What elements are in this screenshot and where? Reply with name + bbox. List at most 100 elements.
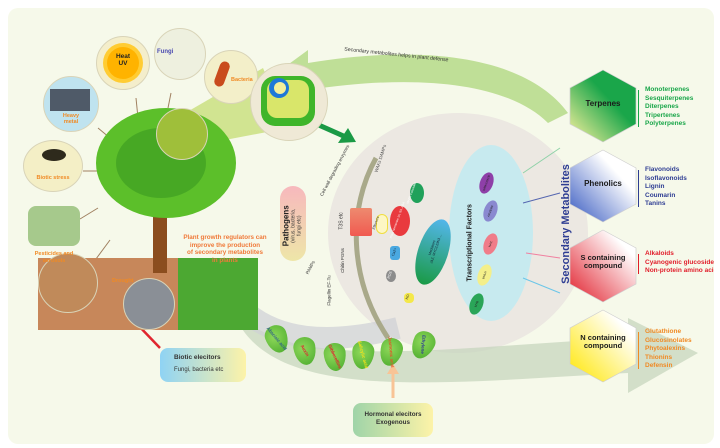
list-bracket: [638, 90, 645, 127]
leaf-stomata-image: [123, 278, 175, 330]
no-badge: NO: [404, 293, 414, 303]
biotic-stress-label: Biotic stress: [36, 175, 70, 181]
drought-label: Drought: [112, 278, 134, 284]
pathogens-subtitle-2: fungi etc): [296, 215, 303, 237]
arrow-to-n-compound: [522, 277, 561, 294]
biotic-elicitors-subtitle: Fungi, bacteria etc: [174, 367, 224, 373]
effectors-oval: Effectors: [372, 214, 388, 234]
note-line-3: of secondary metabolites: [187, 249, 263, 257]
biotic-elicitors-box: Biotic elecitors Fungi, bacteria etc: [160, 348, 246, 382]
fungi-label: Fungi: [157, 49, 174, 55]
fungi-circle: Fungi: [154, 28, 206, 80]
hormonal-elicitors-subtitle: Exogenous: [376, 419, 410, 426]
aerosols-label: aerosols: [42, 257, 66, 264]
s-compound-hexagon: [569, 229, 637, 303]
s-compound-line-1: S containing: [580, 253, 626, 262]
metabolite-list-item: Diterpenes: [645, 103, 679, 111]
metabolite-list-item: Alkaloids: [645, 250, 674, 257]
terpenes-label: Terpenes: [585, 99, 621, 108]
leaf-tissue-circle: [156, 108, 208, 160]
metabolite-list-item: Polyterpenes: [645, 120, 686, 128]
s-compound-line-2: compound: [583, 260, 623, 270]
biotic-stress-circle: Biotic stress: [23, 140, 83, 192]
metabolite-list-item: Monoterpenes: [645, 86, 690, 93]
hormone-leaf-label: Gibberellins: [327, 343, 343, 370]
biotic-elicitors-title: Biotic elecitors: [174, 354, 221, 361]
ros-badge: ROS: [386, 270, 396, 282]
s-compound-label: S containing compound: [570, 254, 636, 270]
metabolite-list-item: Sesquiterpenes: [645, 94, 694, 102]
ca-badge: Ca2+: [390, 246, 400, 260]
bacteria-label: Bacteria: [231, 77, 253, 83]
list-bracket: [638, 170, 645, 207]
hormone-leaf-label: Auxin: [299, 343, 311, 358]
arrow-to-terpenes: [522, 147, 561, 174]
metabolite-list-item: Thionins: [645, 353, 673, 361]
t3s-label: T3S etc: [338, 212, 345, 230]
bacteria-circle: Bacteria: [204, 50, 258, 104]
n-compound-hexagon: [569, 309, 637, 383]
ca-label: Ca2+: [390, 247, 398, 257]
terpenes-hexagon: [569, 69, 637, 143]
plant-cell-circle: [250, 63, 328, 141]
heavy-metal-circle: Heavy metal: [43, 76, 99, 132]
metabolite-list-item: Cyanogenic glucosides: [645, 258, 714, 266]
cracked-soil-image: [38, 253, 98, 313]
tf-title: Transcriptional Factors: [466, 204, 474, 282]
t3s-receptor: [350, 208, 372, 236]
n-compound-line-1: N containing: [580, 333, 626, 342]
list-bracket: [638, 254, 645, 274]
ros-label: ROS: [386, 270, 393, 280]
n-compound-label: N containing compound: [570, 334, 636, 350]
hormonal-elicitors-box: Hormonal elecitors Exogenous: [353, 403, 433, 437]
heavy-label: Heavy: [62, 113, 80, 119]
hormone-leaf-label: Salicylic acid: [356, 340, 370, 369]
growth-regulators-note: Plant growth regulators can improve the …: [170, 234, 280, 264]
wasp-icon: [42, 149, 66, 161]
heat-label: Heat: [115, 53, 131, 60]
hormonal-elicitors-title: Hormonal elecitors: [364, 411, 422, 418]
grass-patch: [178, 258, 258, 330]
metabolite-list-item: Non-protein amino acid: [645, 267, 714, 275]
metabolite-list-item: Isoflavonoids: [645, 174, 687, 182]
arrow-to-phenolics: [522, 192, 561, 204]
plant-hormones-oval: Plant hormones JA, SA, ABA: [389, 201, 410, 239]
list-bracket: [638, 332, 645, 369]
mapk-oval: MAPK Cascades: [406, 182, 424, 204]
metabolite-list-item: Phytoalexins: [645, 345, 686, 353]
phenolics-hexagon: [569, 149, 637, 223]
hormone-leaf-label: Ethylene: [419, 334, 427, 355]
smokestack-image: [50, 89, 90, 111]
metabolite-list-item: Glucosinolates: [645, 336, 692, 344]
metabolite-hexagons: [569, 69, 637, 383]
metabolite-list-item: Tanins: [645, 200, 666, 208]
bacterium-icon: [212, 60, 232, 88]
chitin-pgns-label: Chitin PGNs: [339, 248, 345, 273]
metabolite-list-item: Lignin: [645, 183, 665, 191]
no-label: NO: [404, 293, 411, 301]
uv-label: UV: [118, 60, 128, 67]
heat-uv-circle: Heat UV: [96, 36, 150, 90]
note-line-1: Plant growth regulators can: [183, 234, 267, 241]
metabolite-list-item: Coumarin: [645, 191, 676, 199]
n-compound-line-2: compound: [583, 340, 623, 350]
sun-icon: [107, 47, 139, 79]
metabolite-list-item: Flavonoids: [645, 166, 680, 173]
diagram-canvas: Heat UV Fungi Bacteria Heavy metal Bioti…: [8, 8, 714, 444]
note-line-2: improve the production: [189, 241, 261, 249]
metabolite-list-item: Tripertenes: [645, 111, 681, 119]
cell-membrane: [353, 156, 391, 340]
pesticides-label: Pesticides and: [34, 251, 74, 257]
pesticides-image: [28, 206, 80, 246]
top-curved-arrow: [263, 50, 568, 123]
arrow-to-s-compound: [525, 252, 561, 259]
note-line-4: in plants: [212, 256, 238, 264]
phenolics-label: Phenolics: [584, 179, 622, 188]
metabolite-list-item: Defensin: [645, 362, 673, 370]
metabolite-list-item: Glutathione: [645, 328, 682, 335]
metal-label: metal: [63, 119, 79, 125]
